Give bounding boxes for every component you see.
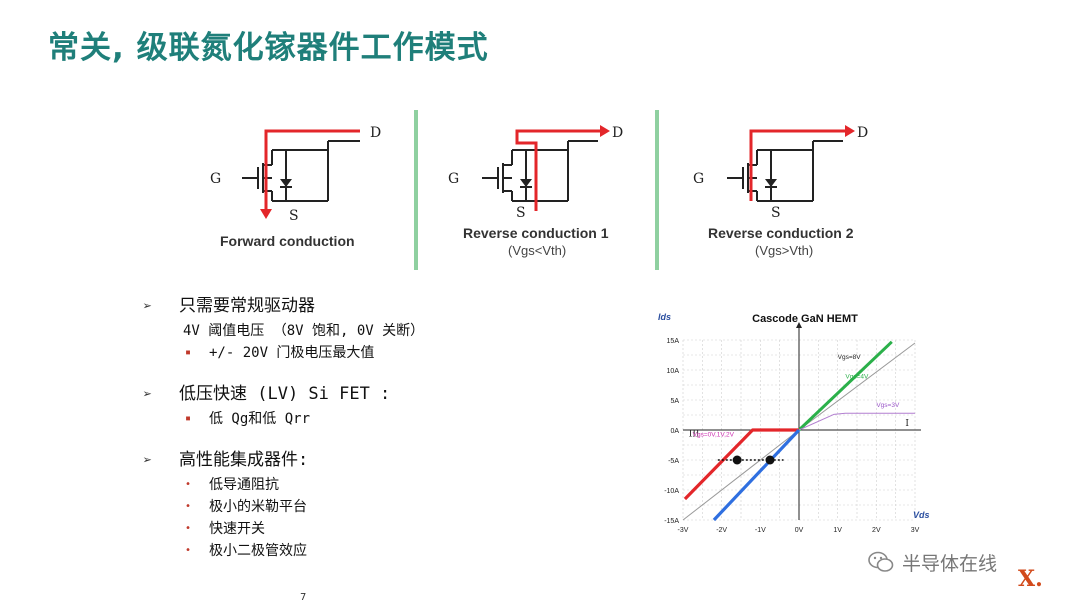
x-tick-label: -2V [716,527,727,534]
page-title: 常关, 级联氮化镓器件工作模式 [48,30,489,66]
source-terminal-label: S [771,205,781,220]
feature-list: ➢只需要常规驱动器 4V 阈值电压 （8V 饱和, 0V 关断） ▪+/- 20… [143,292,613,562]
x-tick-label: 3V [911,527,920,534]
list-item: •极小的米勒平台 [143,496,613,518]
x-tick-label: 1V [833,527,842,534]
x-tick-label: 0V [795,527,804,534]
circuit-sub-reverse-1: (Vgs<Vth) [508,243,567,258]
y-axis-arrow [796,322,802,328]
arrow-bullet-icon: ➢ [143,297,153,315]
divider-1 [414,110,418,270]
source-terminal-label: S [289,208,299,224]
gate-terminal-label: G [693,171,704,187]
arrow-bullet-icon: ➢ [143,385,153,403]
round-bullet-icon: • [185,479,192,490]
drain-terminal-label: D [612,125,623,141]
reverse-conduction-1-diagram: G D S [448,125,623,220]
section-line: 4V 阈值电压 （8V 饱和, 0V 关断） [183,323,425,339]
list-item: ▪+/- 20V 门极电压最大值 [143,342,613,364]
circuit-label-forward: Forward conduction [220,233,355,249]
drain-terminal-label: D [370,125,381,141]
list-item: •极小二极管效应 [143,540,613,562]
section-heading: ➢低压快速 (LV) Si FET : [143,380,613,408]
y-tick-label: 0A [670,428,679,435]
series-line [712,428,801,522]
y-tick-label: 10A [667,368,680,375]
list-item: •快速开关 [143,518,613,540]
list-item: ▪低 Qg和低 Qrr [143,408,613,430]
arrow-bullet-icon: ➢ [143,451,153,469]
page-number: 7 [300,592,307,603]
y-tick-label: 5A [670,398,679,405]
y-tick-label: -5A [668,458,679,465]
section-heading: ➢只需要常规驱动器 [143,292,613,320]
list-item: •低导通阻抗 [143,474,613,496]
gate-terminal-label: G [448,171,459,187]
y-tick-label: 15A [667,338,680,345]
circuit-sub-reverse-2: (Vgs>Vth) [755,243,814,258]
round-bullet-icon: • [185,523,192,534]
reverse-conduction-2-diagram: G D S [693,125,868,220]
y-tick-label: -15A [664,518,679,525]
quadrant-label-iii: III [689,430,700,440]
source-terminal-label: S [516,205,526,220]
round-bullet-icon: • [185,501,192,512]
circuit-label-reverse-2: Reverse conduction 2 [708,225,854,241]
series-label: Vgs=0V,1V,2V [693,432,735,439]
series-label: Vgs=8V [838,354,862,361]
watermark-text: 半导体在线 [902,552,998,575]
corner-mark: X. [1018,566,1043,592]
y-tick-label: -10A [664,488,679,495]
square-bullet-icon: ▪ [185,347,192,358]
series-line [798,412,915,431]
quadrant-label-i: I [905,419,909,429]
x-axis-label: Vds [913,510,930,520]
series-label: Vgs=4V [845,373,869,380]
divider-2 [655,110,659,270]
drain-terminal-label: D [857,125,868,141]
square-bullet-icon: ▪ [185,413,192,424]
forward-conduction-diagram: G D S [210,125,381,224]
round-bullet-icon: • [185,545,192,556]
data-point-marker [732,455,742,465]
x-tick-label: -1V [755,527,766,534]
y-axis-label: Ids [658,312,671,322]
watermark: 半导体在线 [868,548,997,576]
data-point-marker [765,455,775,465]
series-label: Vgs=3V [876,402,900,409]
x-tick-label: 2V [872,527,881,534]
wechat-logo-icon [868,551,894,572]
circuit-label-reverse-1: Reverse conduction 1 [463,225,609,241]
chart-title: Cascode GaN HEMT [752,313,858,325]
series-line [683,428,799,501]
x-tick-label: -3V [678,527,689,534]
series-line [797,340,893,432]
gate-terminal-label: G [210,171,221,187]
section-heading: ➢高性能集成器件: [143,446,613,474]
